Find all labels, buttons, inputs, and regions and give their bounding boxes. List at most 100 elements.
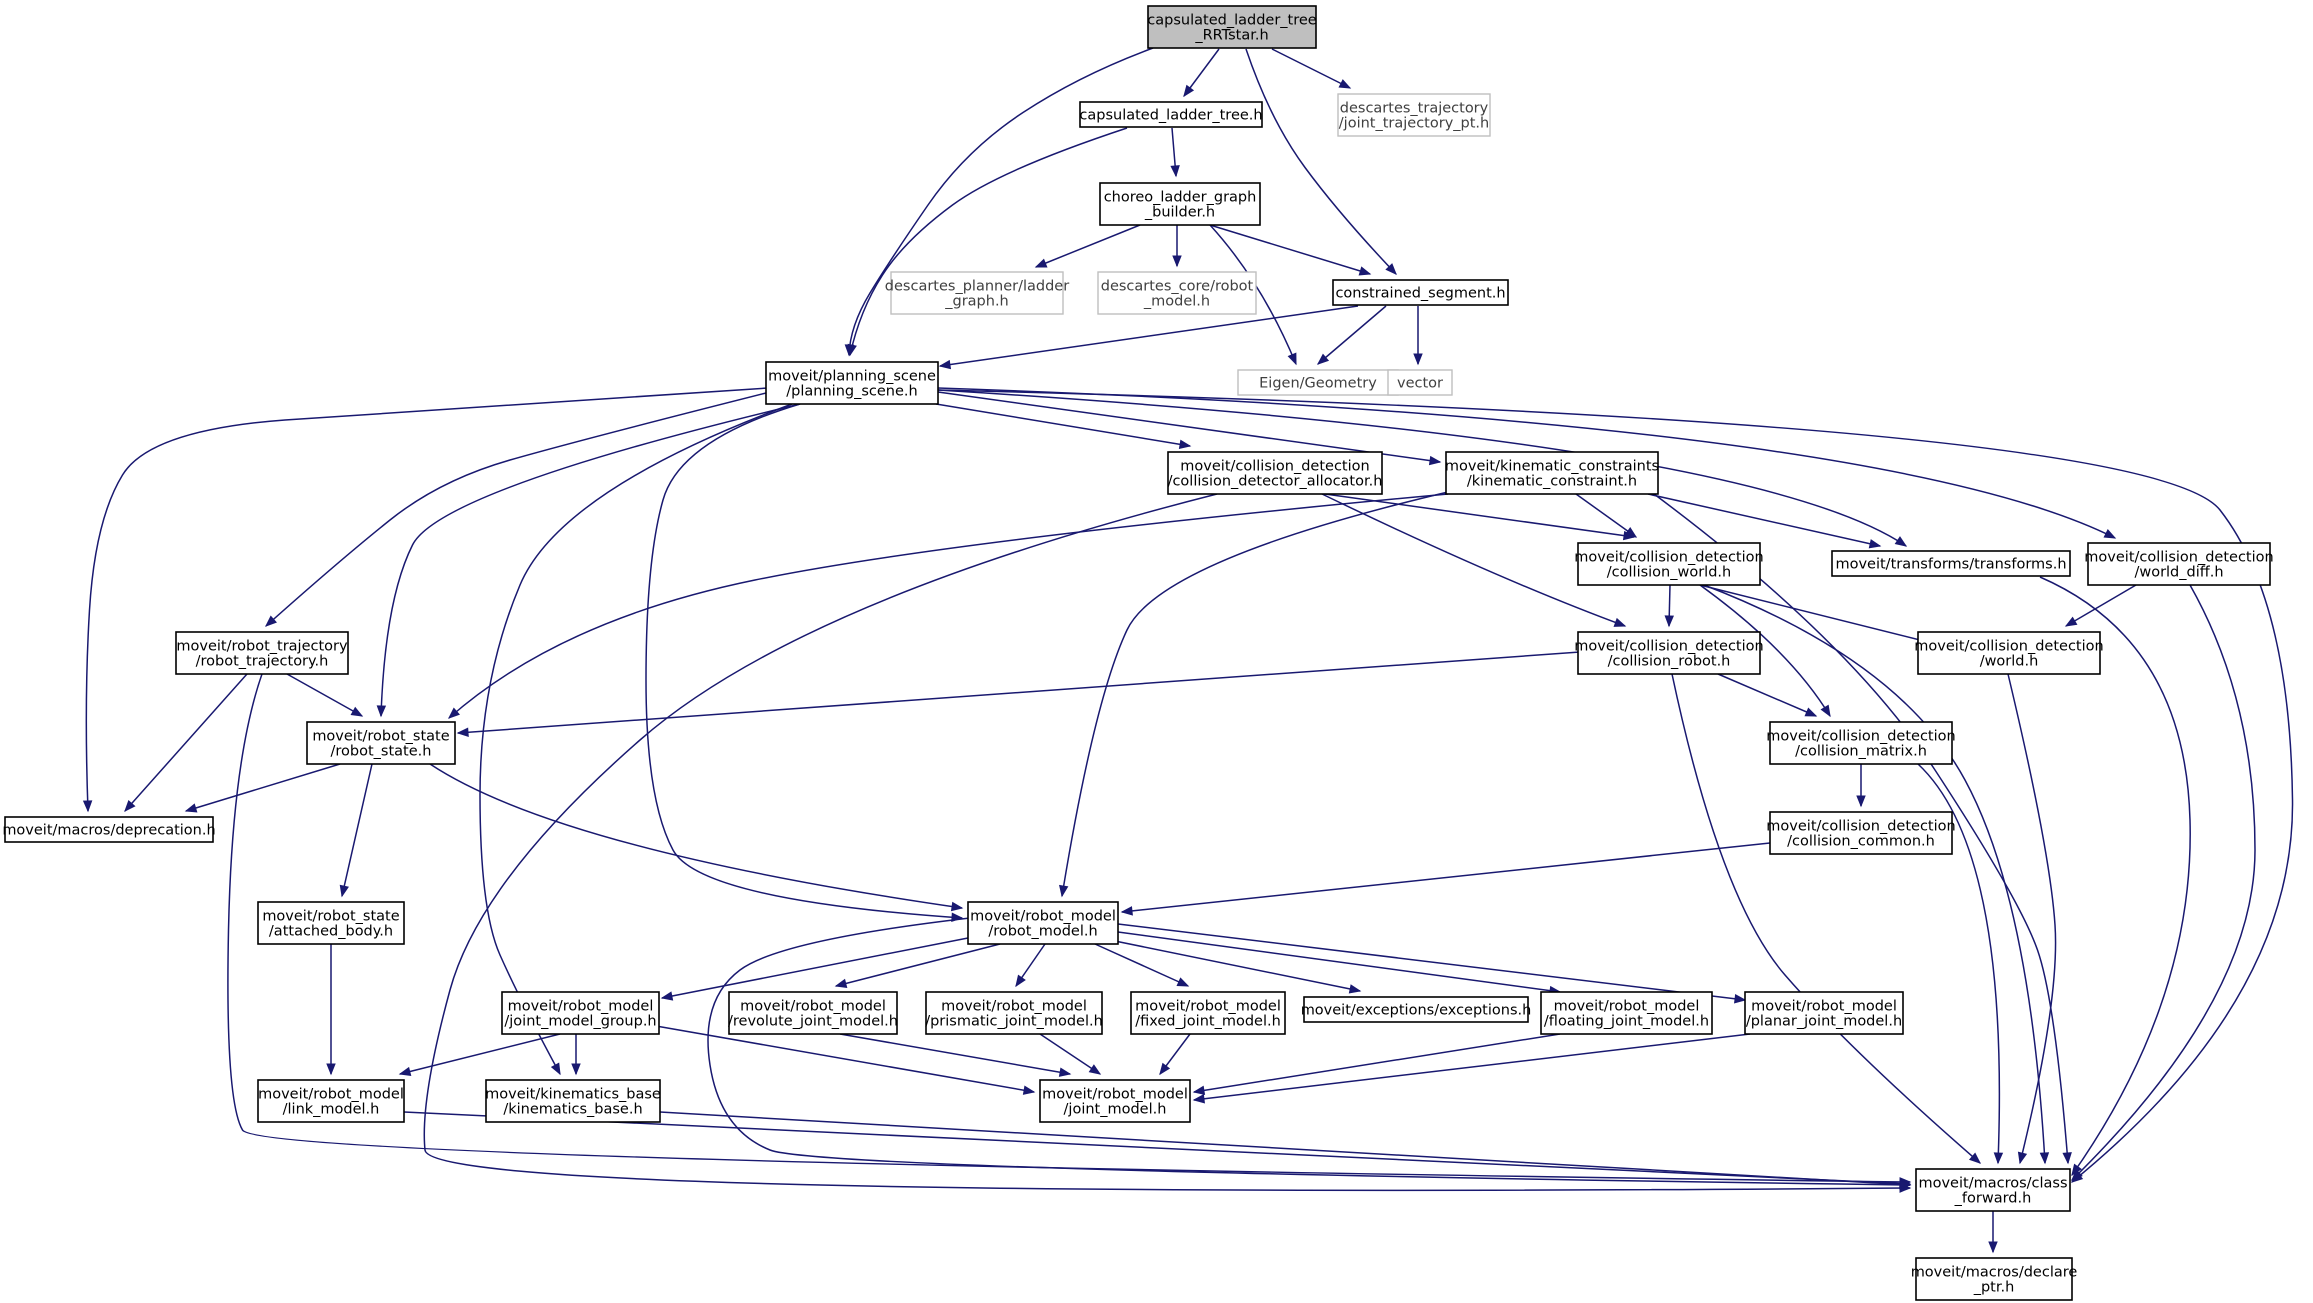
edge-n7-n11: [937, 391, 1442, 466]
node-n28[interactable]: moveit/exceptions/exceptions.h: [1301, 996, 1532, 1023]
node-box: [1445, 451, 1659, 495]
edge-n12-n19: [1699, 584, 1831, 718]
edge-line: [1094, 943, 1189, 987]
node-n2[interactable]: descartes_trajectory/joint_trajectory_pt…: [1337, 93, 1491, 137]
edge-arrowhead: [1856, 795, 1866, 808]
edge-arrowhead: [398, 1066, 412, 1077]
node-n25[interactable]: moveit/robot_model/revolute_joint_model.…: [728, 991, 898, 1035]
edge-n19-n34: [1917, 763, 2004, 1165]
node-n23[interactable]: moveit/robot_model/robot_model.h: [967, 901, 1119, 945]
node-label: moveit/robot_state: [312, 729, 449, 745]
node-n24[interactable]: moveit/robot_model/joint_model_group.h: [501, 991, 660, 1035]
node-n3[interactable]: choreo_ladder_graph_builder.h: [1099, 182, 1261, 226]
node-n19[interactable]: moveit/collision_detection/collision_mat…: [1766, 721, 1956, 765]
node-n0[interactable]: capsulated_ladder_tree_RRTstar.h: [1147, 5, 1317, 49]
edge-n30-n33: [1192, 1033, 1751, 1104]
node-label: /link_model.h: [283, 1102, 380, 1118]
edge-arrowhead: [1172, 255, 1182, 268]
edge-line: [1317, 305, 1387, 365]
node-n20[interactable]: moveit/macros/deprecation.h: [2, 816, 216, 843]
edge-n23-n26: [1015, 943, 1046, 988]
edge-line: [1699, 584, 1929, 643]
node-n29[interactable]: moveit/robot_model/floating_joint_model.…: [1540, 991, 1713, 1035]
edge-arrowhead: [1613, 617, 1627, 627]
edge-n23-n30: [1117, 923, 1747, 1004]
edge-n3-n6: [1209, 224, 1372, 276]
node-label: descartes_trajectory: [1340, 101, 1489, 117]
edge-line: [937, 389, 2294, 1183]
node-n22[interactable]: moveit/robot_state/attached_body.h: [257, 901, 405, 945]
node-box: [765, 361, 939, 405]
edge-arrowhead: [1348, 984, 1362, 994]
edge-arrowhead: [1183, 84, 1195, 98]
node-n26[interactable]: moveit/robot_model/prismatic_joint_model…: [925, 991, 1103, 1035]
node-n35[interactable]: moveit/macros/declare_ptr.h: [1911, 1257, 2078, 1301]
node-n16[interactable]: moveit/collision_detection/collision_rob…: [1574, 631, 1764, 675]
node-label: moveit/collision_detection: [2084, 550, 2273, 566]
node-label: /collision_world.h: [1607, 565, 1731, 581]
node-n34[interactable]: moveit/macros/class_forward.h: [1915, 1168, 2071, 1212]
edge-arrowhead: [1894, 536, 1908, 547]
node-box: [1540, 991, 1713, 1035]
edge-arrowhead: [1804, 707, 1818, 717]
node-n5[interactable]: descartes_core/robot_model.h: [1097, 271, 1257, 315]
edge-line: [1699, 584, 1831, 717]
node-label: /planning_scene.h: [786, 384, 917, 400]
edge-arrowhead: [1820, 704, 1831, 718]
edge-arrowhead: [82, 800, 93, 813]
edge-arrowhead: [264, 615, 277, 627]
edge-n10-n16: [1321, 493, 1627, 627]
edge-n7-n32: [479, 403, 793, 1076]
edge-arrowhead: [2064, 616, 2078, 627]
edge-n18-n22: [339, 763, 373, 898]
edge-arrowhead: [1988, 1241, 1998, 1254]
node-n14[interactable]: moveit/collision_detection/world_diff.h: [2084, 542, 2274, 586]
node-label: moveit/robot_model: [508, 999, 654, 1015]
edge-n29-n33: [1192, 1033, 1561, 1096]
node-n4[interactable]: descartes_planner/ladder_graph.h: [885, 271, 1069, 315]
node-n21[interactable]: moveit/collision_detection/collision_com…: [1766, 811, 1956, 855]
edge-line: [939, 305, 1359, 367]
node-n6[interactable]: constrained_segment.h: [1332, 279, 1509, 306]
node-n13[interactable]: moveit/transforms/transforms.h: [1831, 550, 2071, 577]
edge-n0-n2: [1271, 48, 1352, 89]
edge-n15-n18: [286, 673, 364, 717]
edge-line: [1209, 224, 1297, 365]
edge-line: [1117, 931, 1561, 993]
edge-arrowhead: [1120, 906, 1133, 916]
node-n32[interactable]: moveit/kinematics_base/kinematics_base.h: [485, 1079, 661, 1123]
edge-n11-n18: [447, 493, 1449, 719]
edge-arrowhead: [1059, 884, 1069, 898]
node-label: capsulated_ladder_tree.h: [1079, 108, 1262, 124]
edge-n21-n23: [1120, 842, 1771, 916]
node-n31[interactable]: moveit/robot_model/link_model.h: [257, 1079, 405, 1123]
node-n27[interactable]: moveit/robot_model/fixed_joint_model.h: [1130, 991, 1286, 1035]
node-label: /joint_model_group.h: [504, 1014, 656, 1030]
node-n33[interactable]: moveit/robot_model/joint_model.h: [1039, 1079, 1191, 1123]
node-n12[interactable]: moveit/collision_detection/collision_wor…: [1574, 542, 1764, 586]
edge-arrowhead: [1287, 352, 1297, 366]
edge-n16-n34: [1671, 673, 1982, 1164]
node-n7[interactable]: moveit/planning_scene/planning_scene.h: [765, 361, 939, 405]
node-box: [1769, 721, 1953, 765]
edge-n14-n34: [2071, 584, 2256, 1181]
node-n10[interactable]: moveit/collision_detection/collision_det…: [1167, 451, 1383, 495]
node-n1[interactable]: capsulated_ladder_tree.h: [1079, 101, 1263, 128]
node-n9[interactable]: vector: [1387, 369, 1453, 396]
edge-n12-n16: [1664, 584, 1674, 628]
node-n15[interactable]: moveit/robot_trajectory/robot_trajectory…: [175, 631, 349, 675]
node-n18[interactable]: moveit/robot_state/robot_state.h: [306, 721, 456, 765]
node-n11[interactable]: moveit/kinematic_constraints/kinematic_c…: [1445, 451, 1659, 495]
edge-line: [661, 937, 969, 999]
edge-line: [124, 673, 248, 812]
node-n8[interactable]: Eigen/Geometry: [1237, 369, 1399, 396]
node-box: [1099, 182, 1261, 226]
node-n17[interactable]: moveit/collision_detection/world.h: [1914, 631, 2104, 675]
node-n30[interactable]: moveit/robot_model/planar_joint_model.h: [1744, 991, 1904, 1035]
edge-arrowhead: [660, 991, 674, 1001]
edge-arrowhead: [1358, 266, 1372, 276]
edge-arrowhead: [124, 800, 136, 813]
edge-line: [655, 1025, 1035, 1093]
edge-arrowhead: [1159, 1062, 1171, 1076]
